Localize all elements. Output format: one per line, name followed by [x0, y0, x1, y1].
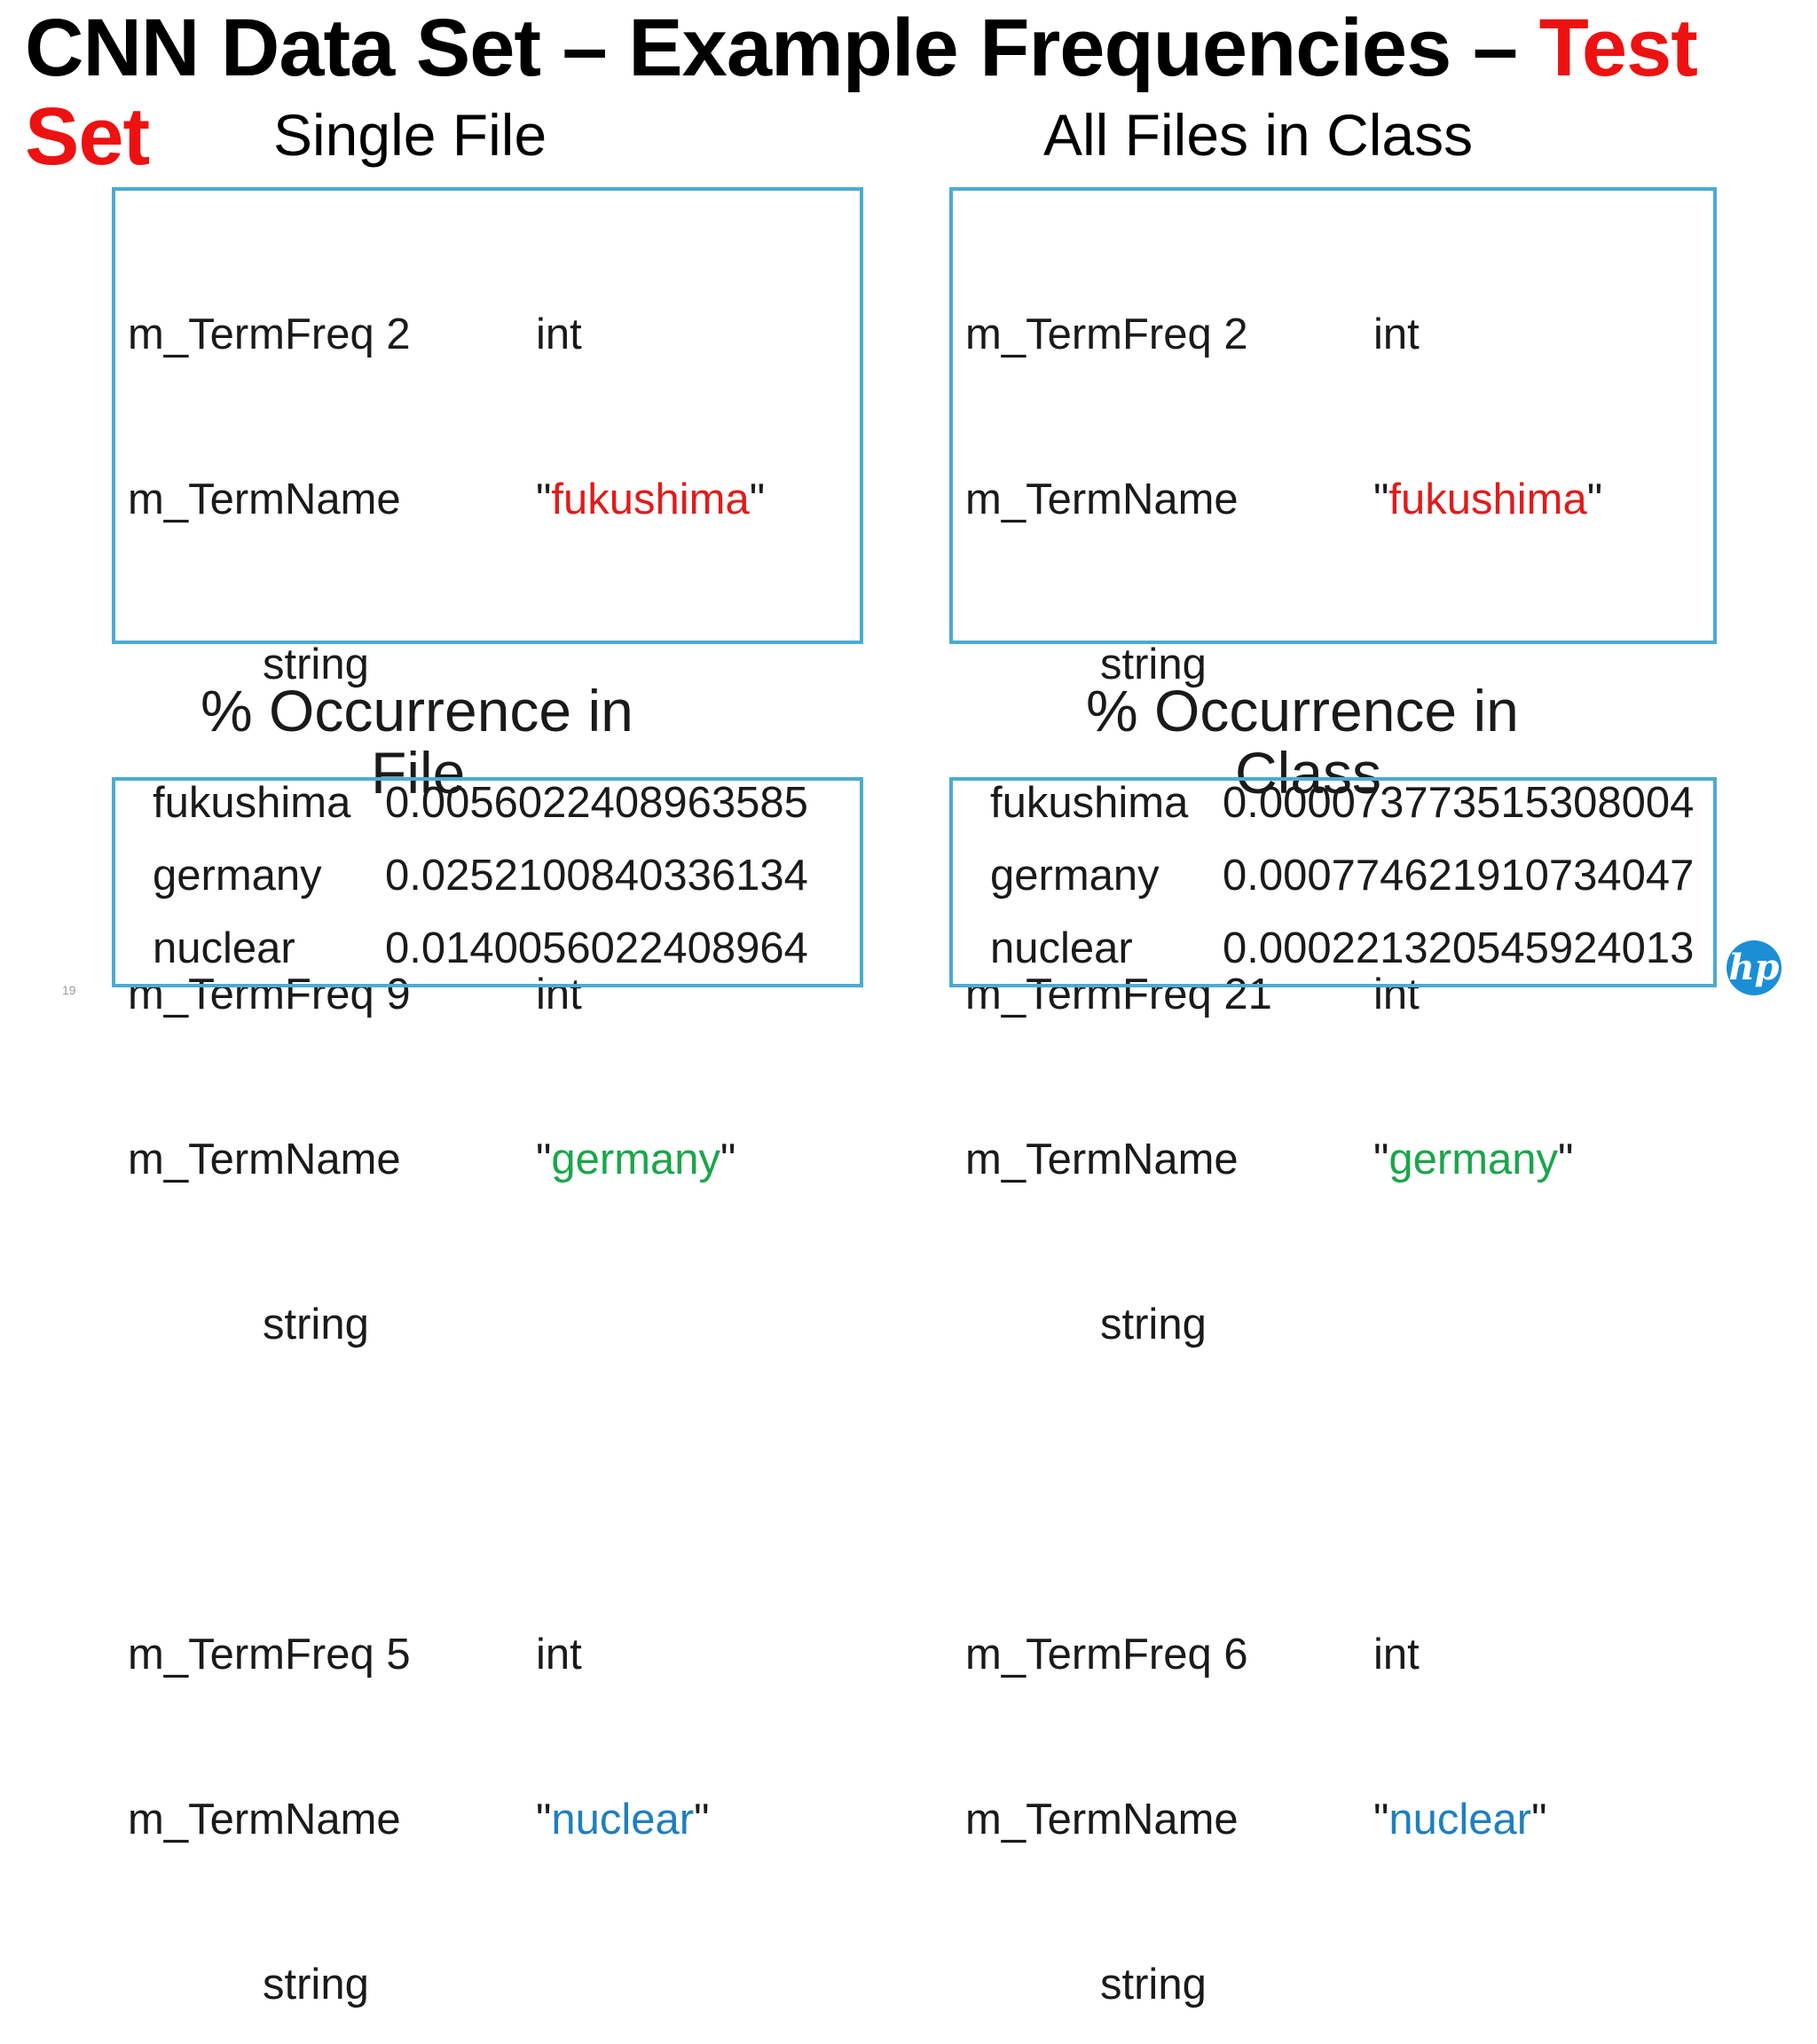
- class-occurrence-heading-2: Class: [1235, 740, 1382, 806]
- term-type-row: string: [128, 1957, 855, 2012]
- slide-number: 19: [62, 983, 76, 997]
- occurrence-row: nuclear 0.000221320545924013: [990, 912, 1727, 985]
- term-name-row: m_TermName"germany": [965, 1132, 1711, 1187]
- term-name-row: m_TermName"fukushima": [128, 472, 855, 527]
- term-type-label: string: [263, 641, 369, 688]
- term-freq-row: m_TermFreq 9 int: [128, 967, 855, 1022]
- term-freq-row: m_TermFreq 2 int: [965, 307, 1711, 362]
- occurrence-term: germany: [153, 852, 322, 900]
- term-type-row: string: [965, 1297, 1711, 1352]
- term-type-row: string: [965, 1957, 1711, 2012]
- occurrence-term: fukushima: [990, 779, 1189, 827]
- class-occurrence-heading-1: % Occurrence in: [1086, 678, 1519, 743]
- term-freq-type: int: [1373, 311, 1420, 358]
- term-type-row: string: [128, 1297, 855, 1352]
- slide-title: CNN Data Set – Example Frequencies – Tes…: [25, 4, 1782, 181]
- occurrence-value: 0.0140056022408964: [385, 924, 808, 972]
- class-occurrence-box: [949, 777, 1717, 987]
- single-file-term-list: m_TermFreq 2 int m_TermName"fukushima" st…: [128, 197, 855, 2044]
- term-freq-row: m_TermFreq 21 int: [965, 967, 1711, 1022]
- term-freq-label: m_TermFreq 5: [128, 1631, 411, 1678]
- file-occurrence-box: [112, 777, 863, 987]
- occurrence-row: fukushima 0.000073773515308004: [990, 766, 1727, 839]
- term-freq-row: m_TermFreq 6 int: [965, 1627, 1711, 1682]
- file-occurrence-heading-2: File: [371, 740, 466, 806]
- term-type-row: string: [128, 637, 855, 692]
- term-type-row: string: [965, 637, 1711, 692]
- term-name-value: nuclear: [551, 1796, 695, 1844]
- term-type-label: string: [263, 1301, 369, 1348]
- term-freq-row: m_TermFreq 2 int: [128, 307, 855, 362]
- occurrence-row: germany 0.000774621910734047: [990, 839, 1727, 912]
- term-type-label: string: [1100, 641, 1207, 688]
- occurrence-term: germany: [990, 852, 1160, 900]
- term-name-row: m_TermName"nuclear": [128, 1792, 855, 1847]
- occurrence-row: germany 0.0252100840336134: [153, 839, 853, 912]
- term-name-label: m_TermName: [128, 476, 401, 523]
- occurrence-value: 0.000073773515308004: [1223, 779, 1695, 827]
- term-name-label: m_TermName: [128, 1796, 401, 1844]
- term-freq-label: m_TermFreq 6: [965, 1631, 1248, 1678]
- term-freq-type: int: [536, 1631, 582, 1678]
- term-name-label: m_TermName: [128, 1136, 401, 1183]
- term-name-value: nuclear: [1388, 1796, 1532, 1844]
- occurrence-value: 0.0056022408963585: [385, 779, 808, 827]
- term-freq-type: int: [1373, 1631, 1420, 1678]
- term-freq-label: m_TermFreq 21: [965, 971, 1272, 1018]
- hp-logo-icon: hp: [1727, 940, 1782, 995]
- occurrence-term: nuclear: [990, 924, 1133, 972]
- term-name-row: m_TermName"nuclear": [965, 1792, 1711, 1847]
- occurrence-term: nuclear: [153, 924, 295, 972]
- slide-title-accent: Test Set: [25, 3, 1698, 182]
- term-name-row: m_TermName"germany": [128, 1132, 855, 1187]
- single-file-heading: Single File: [273, 102, 547, 168]
- term-freq-label: m_TermFreq 9: [128, 971, 411, 1018]
- term-type-label: string: [1100, 1961, 1207, 2009]
- occurrence-row: nuclear 0.0140056022408964: [153, 912, 853, 985]
- file-occurrence-table: fukushima 0.0056022408963585 germany 0.025…: [153, 766, 853, 985]
- occurrence-term: fukushima: [153, 779, 351, 827]
- term-freq-label: m_TermFreq 2: [128, 311, 411, 358]
- term-type-label: string: [1100, 1301, 1207, 1348]
- term-freq-type: int: [536, 311, 582, 358]
- occurrence-value: 0.000774621910734047: [1223, 852, 1695, 900]
- all-files-heading: All Files in Class: [1043, 102, 1474, 168]
- term-name-row: m_TermName"fukushima": [965, 472, 1711, 527]
- term-name-label: m_TermName: [965, 1796, 1239, 1844]
- all-files-term-box: [949, 187, 1717, 644]
- term-name-value: germany: [551, 1136, 721, 1183]
- class-occurrence-table: fukushima 0.000073773515308004 germany 0.0…: [990, 766, 1727, 985]
- term-freq-row: m_TermFreq 5 int: [128, 1627, 855, 1682]
- term-name-value: fukushima: [551, 476, 750, 523]
- term-name-label: m_TermName: [965, 476, 1239, 523]
- term-freq-label: m_TermFreq 2: [965, 311, 1248, 358]
- term-name-value: fukushima: [1388, 476, 1587, 523]
- file-occurrence-heading-1: % Occurrence in: [201, 678, 633, 743]
- occurrence-row: fukushima 0.0056022408963585: [153, 766, 853, 839]
- term-name-label: m_TermName: [965, 1136, 1239, 1183]
- term-freq-type: int: [1373, 971, 1420, 1018]
- term-name-value: germany: [1388, 1136, 1559, 1183]
- slide-title-main: CNN Data Set – Example Frequencies –: [25, 3, 1539, 93]
- term-freq-type: int: [536, 971, 582, 1018]
- all-files-term-list: m_TermFreq 2 int m_TermName"fukushima" st…: [965, 197, 1711, 2044]
- term-type-label: string: [263, 1961, 369, 2009]
- occurrence-value: 0.000221320545924013: [1223, 924, 1695, 972]
- occurrence-value: 0.0252100840336134: [385, 852, 808, 900]
- single-file-term-box: [112, 187, 863, 644]
